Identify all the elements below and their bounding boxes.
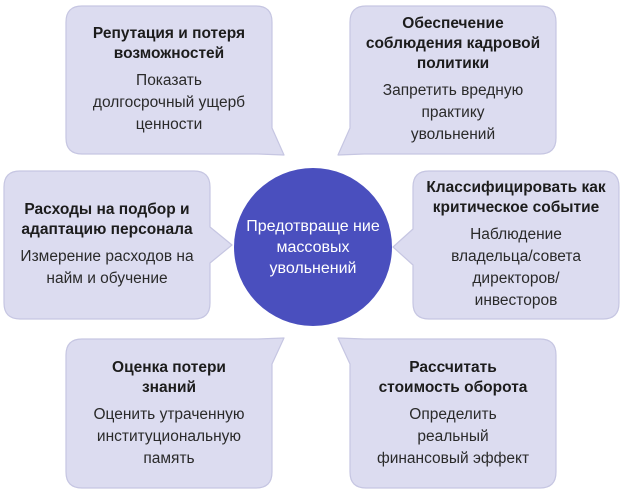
- center-circle: [234, 168, 392, 326]
- callout-description: Запретить вредную практику увольнений: [382, 82, 524, 143]
- callout-description: Оценить утраченную институциональную пам…: [93, 405, 245, 467]
- callout-top-right-shape: [337, 5, 557, 156]
- callout-middle-right-shape: [392, 170, 620, 320]
- center-label: Предотвраще ние массовых увольнений: [246, 217, 380, 277]
- callout-description: Показать долгосрочный ущерб ценности: [92, 72, 246, 133]
- callout-description: Измерение расходов на найм и обучение: [20, 248, 194, 287]
- callout-bottom-left-shape: [65, 337, 285, 489]
- callout-title: Рассчитать стоимость оборота: [378, 358, 528, 396]
- callout-description: Определить реальный финансовый эффект: [376, 405, 530, 467]
- callout-top-left-shape: [65, 5, 285, 156]
- callout-middle-left: Расходы на подбор и адаптацию персонала …: [4, 171, 210, 319]
- callout-middle-left-shape: [3, 170, 233, 320]
- callout-title: Расходы на подбор и адаптацию персонала: [21, 201, 193, 238]
- callout-bottom-right-shape: [337, 337, 557, 489]
- callout-top-left: Репутация и потеря возможностей Показать…: [66, 6, 272, 154]
- callout-title: Оценка потери знаний: [112, 358, 226, 396]
- callout-bottom-right: Рассчитать стоимость оборота Определить …: [350, 339, 556, 488]
- callout-top-right: Обеспечение соблюдения кадровой политики…: [350, 6, 556, 154]
- callout-title: Обеспечение соблюдения кадровой политики: [365, 15, 541, 72]
- callout-middle-right: Классифицировать как критическое событие…: [413, 171, 619, 319]
- callout-title: Классифицировать как критическое событие: [426, 179, 606, 216]
- callout-description: Наблюдение владельца/совета директоров/ …: [451, 226, 581, 309]
- callout-title: Репутация и потеря возможностей: [92, 25, 246, 62]
- callout-bottom-left: Оценка потери знаний Оценить утраченную …: [66, 339, 272, 488]
